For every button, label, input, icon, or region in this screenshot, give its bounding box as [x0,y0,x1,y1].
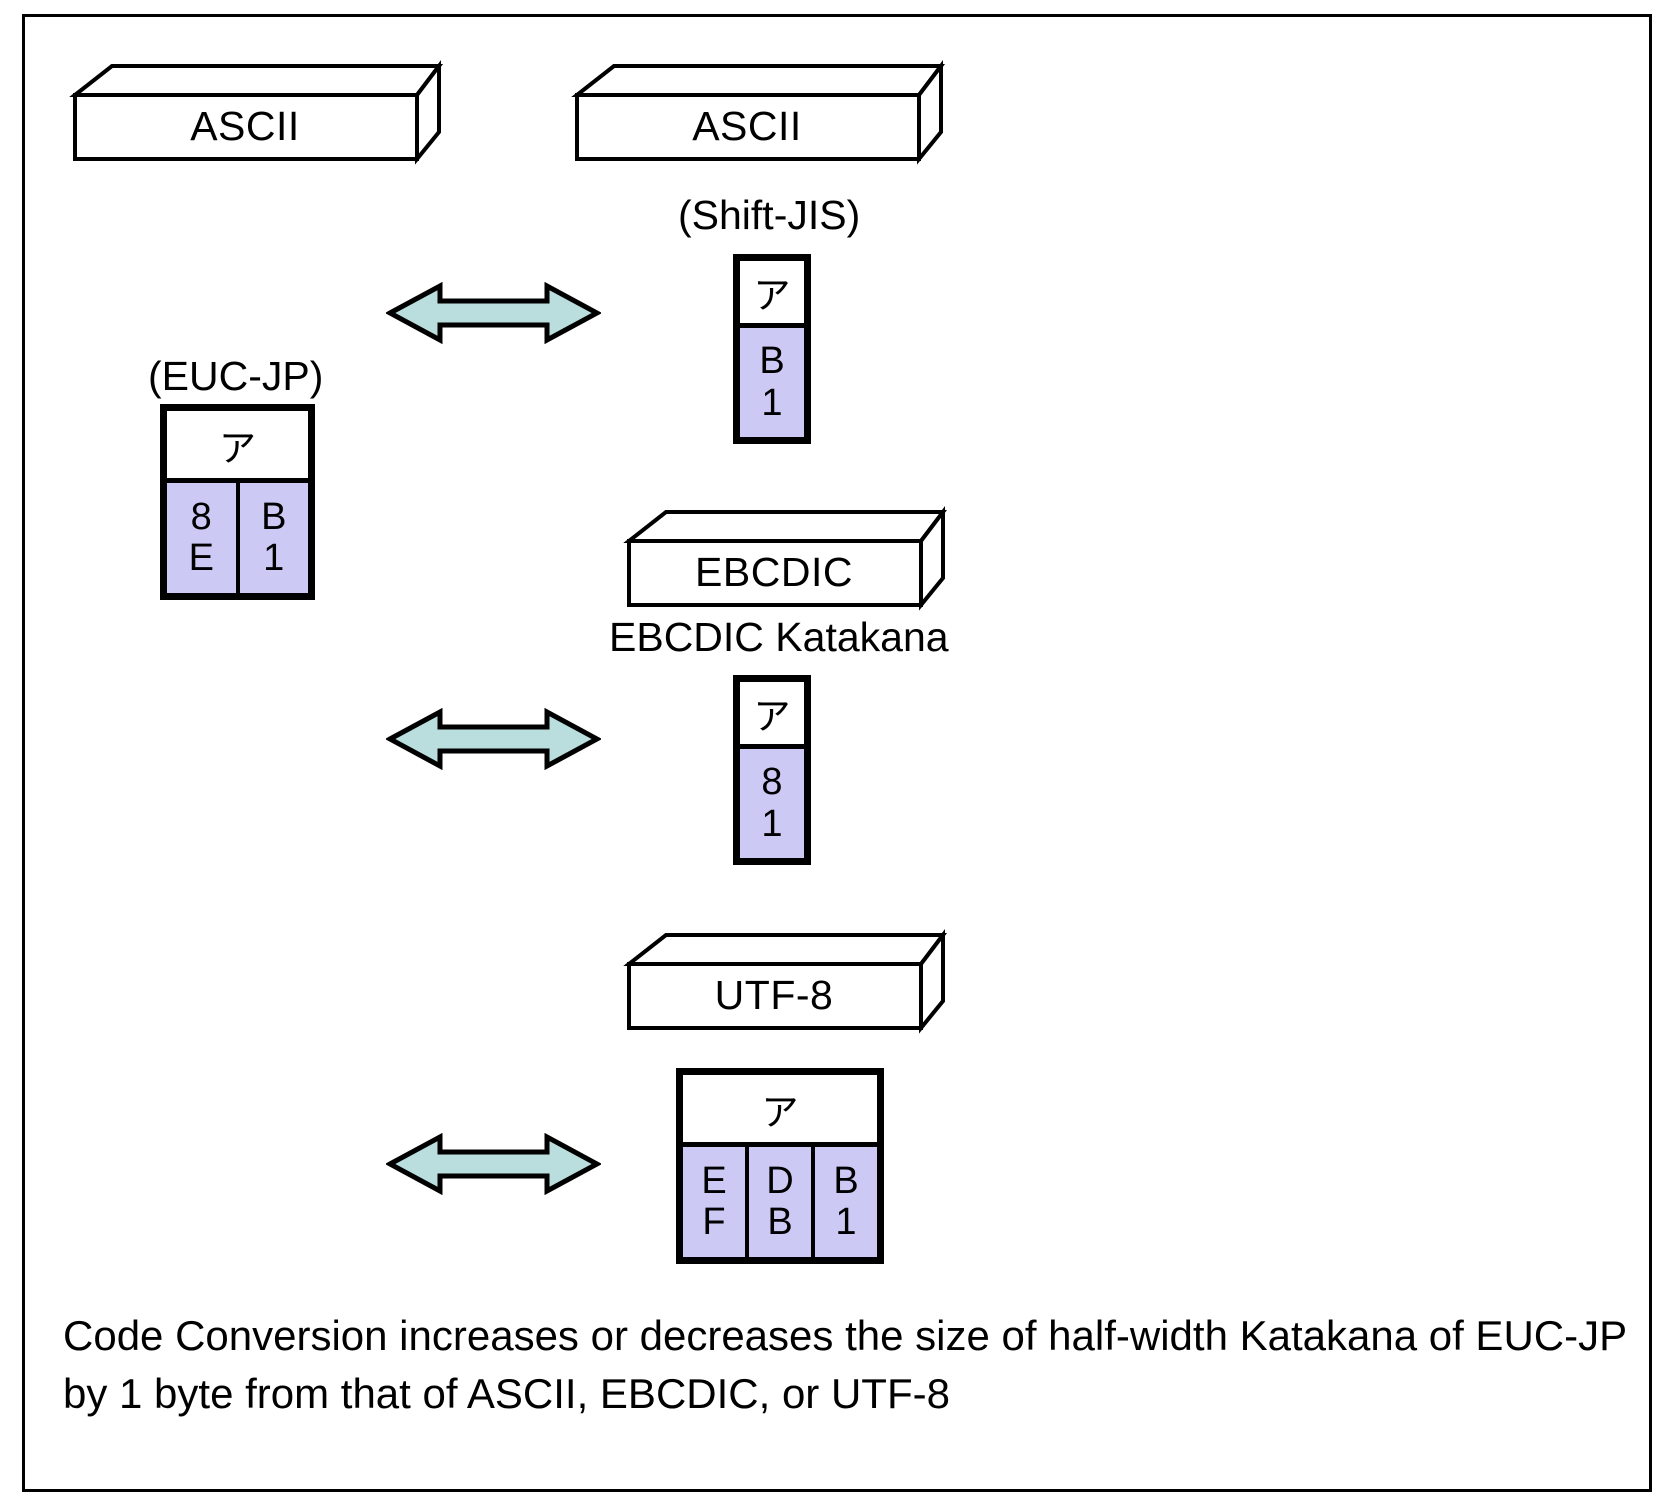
byte-lo-nibble: F [702,1201,726,1243]
arrow-eucjp-utf8 [384,1132,603,1196]
slab-ascii-left-label: ASCII [190,102,300,149]
bytebox-euc-jp-character: ア [167,411,308,483]
bytebox-euc-jp: ア 8 E B 1 [160,404,315,600]
byte-lo-nibble: B [767,1201,793,1243]
slab-ebcdic-shape [623,506,948,611]
byte-hi-nibble: E [701,1159,727,1202]
byte-cell: E F [683,1147,745,1257]
slab-ascii-left: ASCII [69,60,444,165]
double-arrow-icon [384,281,603,345]
label-shift-jis: (Shift-JIS) [678,192,861,238]
slab-ebcdic-label: EBCDIC [695,548,853,595]
bytebox-utf-8: ア E F D B B 1 [676,1068,884,1264]
note-line-1: Code Conversion increases or decreases t… [63,1312,1628,1359]
bytebox-utf-8-character: ア [683,1075,877,1147]
arrow-eucjp-ebcdic [384,707,603,771]
bytebox-ebcdic-katakana: ア 8 1 [733,675,811,865]
byte-lo-nibble: 1 [761,802,783,845]
byte-hi-nibble: 8 [761,761,783,804]
byte-hi-nibble: B [759,340,785,383]
byte-hi-nibble: 8 [190,495,212,538]
bytebox-shift-jis: ア B 1 [733,254,811,444]
slab-utf8: UTF-8 [623,929,948,1034]
slab-utf8-shape [623,929,948,1034]
double-arrow-icon [384,1132,603,1196]
byte-hi-nibble: D [766,1159,794,1202]
bytebox-ebcdic-katakana-character: ア [740,682,804,749]
bytebox-shift-jis-bytes: B 1 [740,328,804,437]
byte-cell: B 1 [235,483,308,593]
label-ebcdic-katakana: EBCDIC Katakana [609,614,949,660]
slab-ebcdic: EBCDIC [623,506,948,611]
byte-lo-nibble: 1 [761,381,783,424]
byte-cell: D B [745,1147,811,1257]
byte-cell: 8 E [167,483,236,593]
slab-ascii-right-shape [571,60,946,165]
arrow-eucjp-shiftjis [384,281,603,345]
bytebox-utf-8-bytes: E F D B B 1 [683,1147,877,1257]
slab-ascii-left-shape [69,60,444,165]
note-line-2: by 1 byte from that of ASCII, EBCDIC, or… [63,1370,950,1417]
byte-lo-nibble: E [188,537,214,579]
byte-lo-nibble: 1 [263,537,285,579]
byte-hi-nibble: B [833,1159,859,1202]
label-euc-jp: (EUC-JP) [148,353,324,399]
byte-hi-nibble: B [261,495,287,538]
double-arrow-icon [384,707,603,771]
slab-utf8-label: UTF-8 [714,971,834,1018]
byte-cell: B 1 [811,1147,877,1257]
slab-ascii-right-label: ASCII [692,102,802,149]
byte-cell: B 1 [740,328,804,437]
slab-ascii-right: ASCII [571,60,946,165]
bytebox-shift-jis-character: ア [740,261,804,328]
bytebox-ebcdic-katakana-bytes: 8 1 [740,749,804,858]
byte-cell: 8 1 [740,749,804,858]
bytebox-euc-jp-bytes: 8 E B 1 [167,483,308,593]
byte-lo-nibble: 1 [835,1201,857,1243]
